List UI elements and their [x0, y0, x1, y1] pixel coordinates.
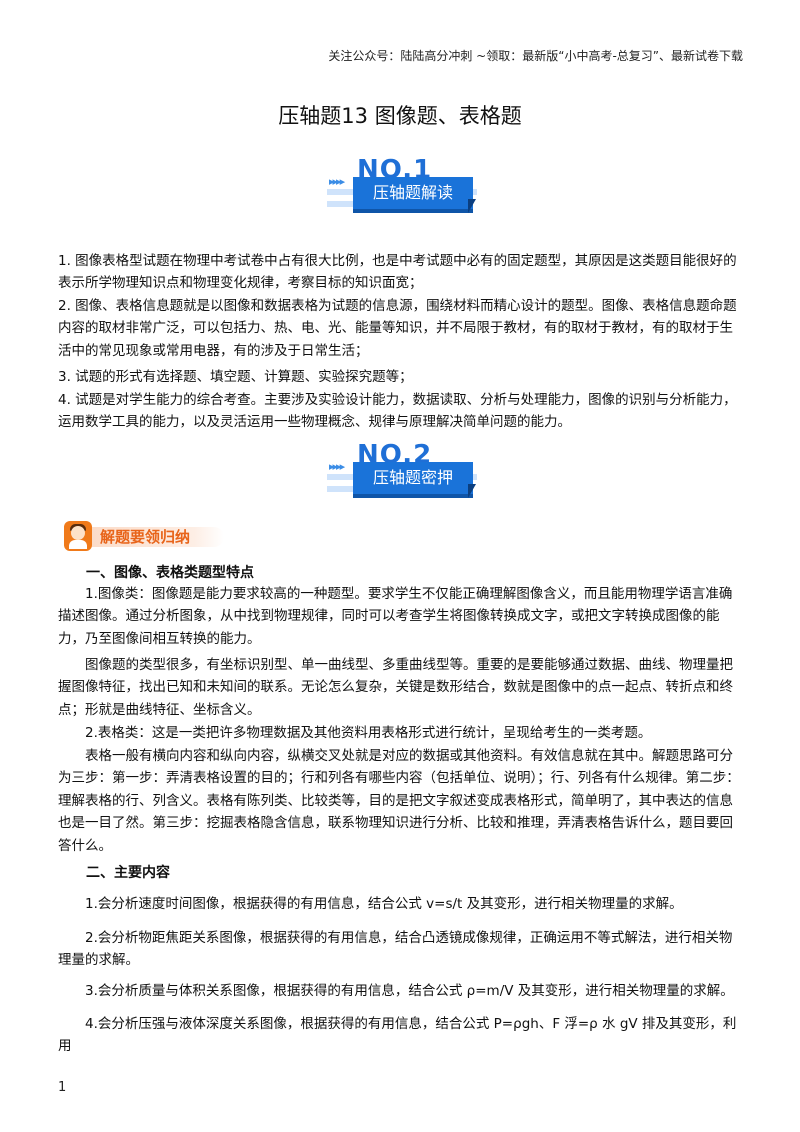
banner-fold	[468, 484, 476, 498]
content-item: 2.会分析物距焦距关系图像，根据获得的有用信息，结合凸透镜成像规律，正确运用不等…	[58, 930, 733, 969]
intro-item: 3. 试题的形式有选择题、填空题、计算题、实验探究题等；	[58, 369, 413, 385]
part1-paragraph: 1.图像类：图像题是能力要求较高的一种题型。要求学生不仅能正确理解图像含义，而且…	[58, 586, 733, 647]
header-notice: 关注公众号：陆陆高分冲刺 ~领取：最新版“小中高考-总复习”、最新试卷下载	[328, 49, 743, 63]
banner-band	[327, 201, 353, 207]
part2-heading: 二、主要内容	[86, 865, 170, 881]
chevrons-icon: ▸▸▸▸	[329, 175, 345, 188]
page-number: 1	[58, 1080, 67, 1095]
part1-heading: 一、图像、表格类题型特点	[86, 565, 254, 581]
tips-section-tag: 解题要领归纳	[64, 521, 224, 551]
content-item: 1.会分析速度时间图像，根据获得的有用信息，结合公式 v=s/t 及其变形，进行…	[85, 896, 683, 912]
banner-fold	[468, 199, 476, 213]
section-banner-1: NO.1 ▸▸▸▸ 压轴题解读	[327, 155, 477, 217]
part1-paragraph: 表格一般有横向内容和纵向内容，纵横交叉处就是对应的数据或其他资料。有效信息就在其…	[58, 748, 740, 854]
intro-item: 2. 图像、表格信息题就是以图像和数据表格为试题的信息源，围绕材料而精心设计的题…	[58, 298, 737, 359]
section-banner-2: NO.2 ▸▸▸▸ 压轴题密押	[327, 440, 477, 502]
part1-paragraph: 2.表格类：这是一类把许多物理数据及其他资料用表格形式进行统计，呈现给考生的一类…	[85, 725, 652, 741]
part1-paragraph: 图像题的类型很多，有坐标识别型、单一曲线型、多重曲线型等。重要的是要能够通过数据…	[58, 657, 733, 718]
section-tag-label: 解题要领归纳	[100, 528, 191, 546]
intro-item: 4. 试题是对学生能力的综合考查。主要涉及实验设计能力，数据读取、分析与处理能力…	[58, 392, 737, 431]
banner-label: 压轴题密押	[353, 462, 473, 498]
student-avatar-icon	[64, 521, 92, 551]
chevrons-icon: ▸▸▸▸	[329, 460, 345, 473]
content-item: 4.会分析压强与液体深度关系图像，根据获得的有用信息，结合公式 P=ρgh、F …	[58, 1016, 737, 1055]
intro-item: 1. 图像表格型试题在物理中考试卷中占有很大比例，也是中考试题中必有的固定题型，…	[58, 253, 737, 292]
page-title: 压轴题13 图像题、表格题	[278, 104, 522, 128]
banner-label: 压轴题解读	[353, 177, 473, 213]
banner-band	[327, 486, 353, 492]
content-item: 3.会分析质量与体积关系图像，根据获得的有用信息，结合公式 ρ=m/V 及其变形…	[85, 983, 734, 999]
tag-background	[76, 527, 224, 547]
